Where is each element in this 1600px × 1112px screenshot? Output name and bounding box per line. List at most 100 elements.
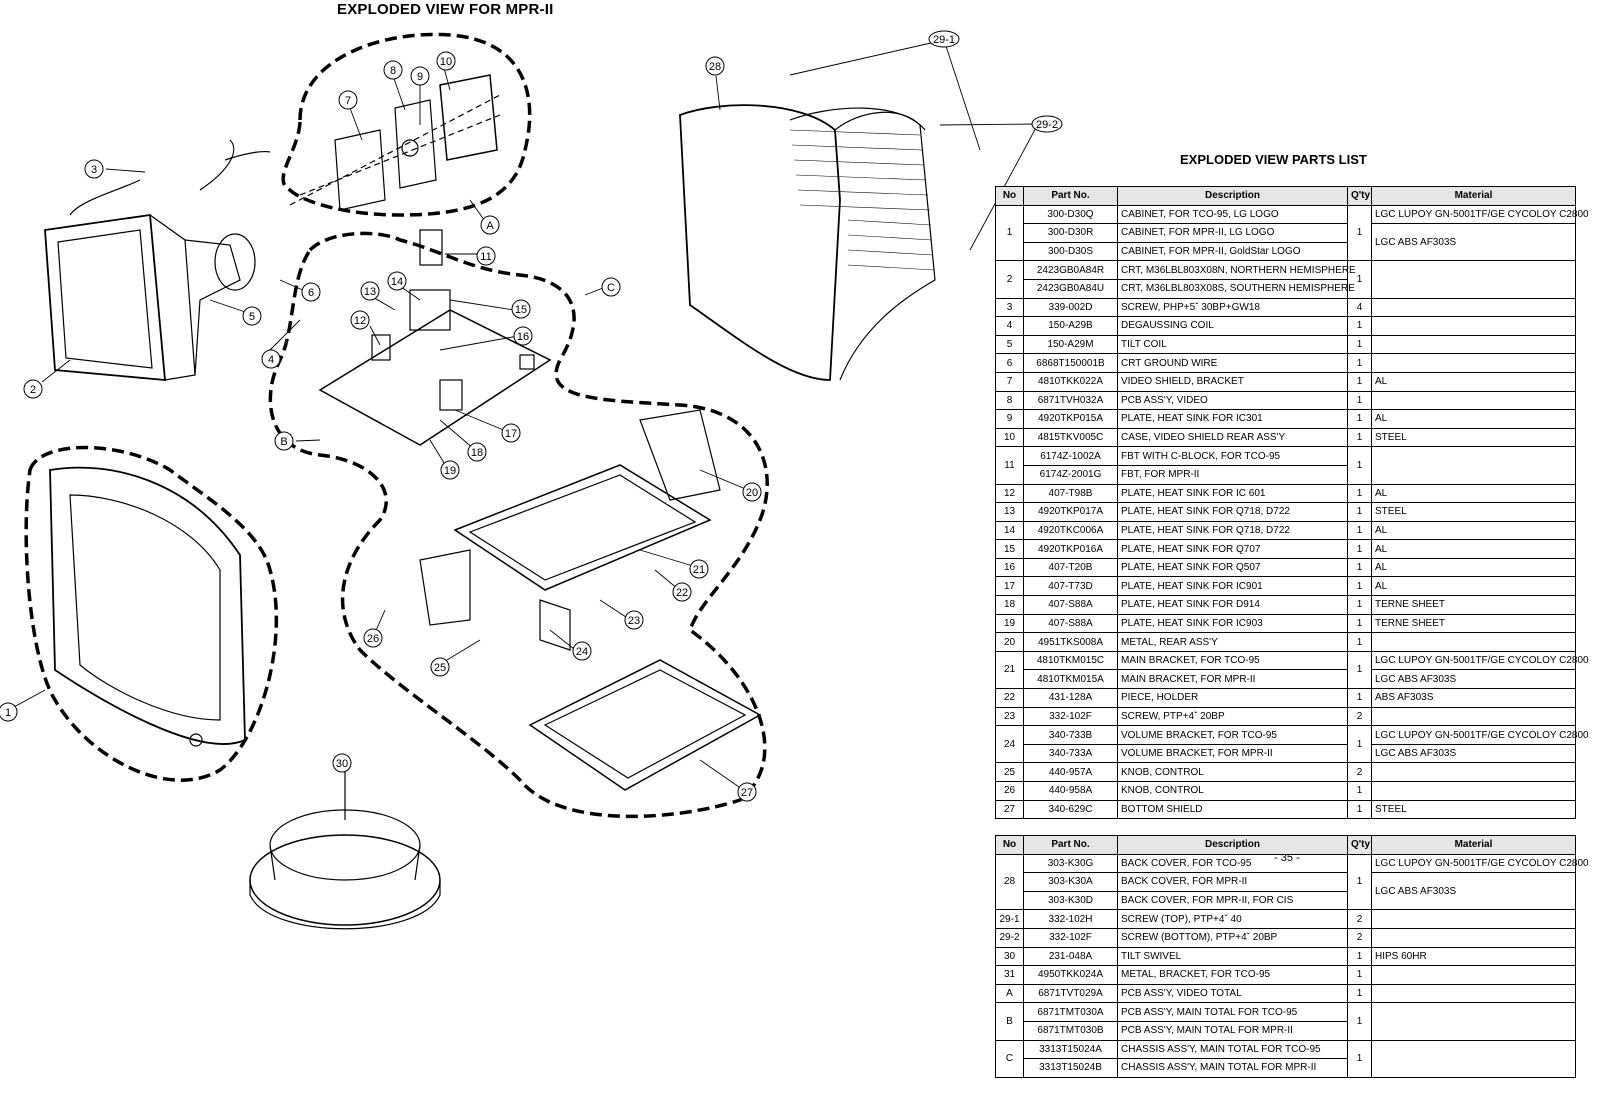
back-cover-drawing (679, 104, 936, 381)
cell-description: PLATE, HEAT SINK FOR IC903 (1117, 613, 1348, 634)
callout-circle (261, 349, 281, 369)
main-bracket-drawing (419, 409, 721, 651)
cell-qty: 1 (1347, 427, 1372, 448)
cell-part-no: 4920TKP015A (1023, 409, 1118, 429)
cell-qty: 1 (1347, 502, 1372, 522)
group-a-outline (281, 32, 532, 217)
cell-no: 23 (995, 706, 1024, 727)
cell-part-no: 4951TKS008A (1023, 632, 1118, 652)
cell-qty: 1 (1347, 316, 1372, 336)
cell-description: DEGAUSSING COIL (1117, 316, 1348, 336)
cell-description: PLATE, HEAT SINK FOR D914 (1117, 595, 1348, 615)
cell-material (1371, 260, 1576, 299)
cell-material: LGC ABS AF303S (1371, 743, 1576, 764)
cell-description: METAL, BRACKET, FOR TCO-95 (1117, 965, 1348, 985)
cell-material: AL (1371, 557, 1576, 578)
cell-material: STEEL (1371, 427, 1576, 448)
cell-description: CASE, VIDEO SHIELD REAR ASS'Y (1117, 427, 1348, 448)
callout-circle (467, 442, 487, 462)
cell-qty: 4 (1347, 297, 1372, 318)
cell-qty: 2 (1347, 706, 1372, 727)
callout-circle (480, 215, 500, 235)
cell-material: AL (1371, 576, 1576, 597)
cell-description: KNOB, CONTROL (1117, 781, 1348, 801)
cell-part-no: 300-D30Q (1023, 204, 1118, 225)
cell-no: 3 (995, 297, 1024, 318)
table-header-row: No Part No. Description Q'ty Material (995, 186, 1576, 206)
cell-no: 21 (995, 650, 1024, 690)
cell-material (1371, 927, 1576, 948)
cell-description: PLATE, HEAT SINK FOR IC 601 (1117, 483, 1348, 504)
crt-drawing (44, 139, 271, 381)
cell-part-no: 340-733B (1023, 725, 1118, 745)
cell-description: FBT WITH C-BLOCK, FOR TCO-95 (1117, 446, 1348, 466)
cell-no: 16 (995, 557, 1024, 578)
cell-description: TILT SWIVEL (1117, 946, 1348, 967)
cell-description: KNOB, CONTROL (1117, 762, 1348, 782)
cell-part-no: 3313T15024B (1023, 1058, 1118, 1078)
callout-9: 9 (417, 71, 423, 83)
header-qty: Q'ty (1347, 835, 1372, 855)
cell-no: 20 (995, 632, 1024, 652)
cell-no: 4 (995, 316, 1024, 336)
cell-part-no: 2423GB0A84R (1023, 260, 1118, 280)
cell-description: SCREW, PTP+4ˇ 20BP (1117, 706, 1348, 727)
cell-part-no: 407-S88A (1023, 613, 1118, 634)
cell-part-no: 231-048A (1023, 946, 1118, 967)
cell-description: VIDEO SHIELD, BRACKET (1117, 371, 1348, 392)
cell-no: 26 (995, 781, 1024, 801)
cell-qty: 1 (1347, 650, 1372, 690)
cell-no: 10 (995, 427, 1024, 448)
callout-circle (387, 271, 407, 291)
cell-material (1371, 390, 1576, 411)
callout-circle (928, 30, 960, 48)
cell-part-no: 300-D30S (1023, 241, 1118, 262)
cell-material: LGC ABS AF303S (1371, 872, 1576, 911)
callout-17: 17 (505, 428, 517, 440)
callout-5: 5 (249, 311, 255, 323)
callout-circle (242, 306, 262, 326)
cell-qty: 1 (1347, 371, 1372, 392)
cell-description: BOTTOM SHIELD (1117, 799, 1348, 820)
cell-no: 12 (995, 483, 1024, 504)
tilt-swivel-drawing (249, 765, 441, 930)
callout-circle (513, 326, 533, 346)
callout-7: 7 (345, 95, 351, 107)
cell-description: SCREW, PHP+5ˇ 30BP+GW18 (1117, 297, 1348, 318)
cell-qty: 1 (1347, 725, 1372, 764)
cell-description: PIECE, HOLDER (1117, 688, 1348, 708)
callout-11: 11 (480, 251, 491, 263)
cell-description: TILT COIL (1117, 334, 1348, 355)
cell-part-no: 2423GB0A84U (1023, 278, 1118, 299)
parts-table-2: No Part No. Description Q'ty Material 28… (995, 835, 1589, 1078)
cell-qty: 1 (1347, 781, 1372, 801)
cell-description: CRT GROUND WIRE (1117, 353, 1348, 373)
cell-material (1371, 1039, 1576, 1078)
cell-qty: 1 (1347, 613, 1372, 634)
cell-part-no: 4810TKK022A (1023, 371, 1118, 392)
cell-material: AL (1371, 409, 1576, 429)
cell-part-no: 6174Z-1002A (1023, 446, 1118, 466)
cell-qty: 1 (1347, 595, 1372, 615)
cell-description: CRT, M36LBL803X08N, NORTHERN HEMISPHERE (1117, 260, 1356, 280)
cell-material: LGC LUPOY GN-5001TF/GE CYCOLOY C2800 (1371, 725, 1589, 745)
cell-description: CABINET, FOR TCO-95, LG LOGO (1117, 204, 1348, 225)
cell-no: 29-1 (995, 909, 1024, 929)
cell-material: LGC ABS AF303S (1371, 669, 1576, 690)
cell-qty: 1 (1347, 1039, 1372, 1078)
callout-15: 15 (515, 304, 527, 316)
callout-29-2: 29-2 (1036, 119, 1058, 131)
